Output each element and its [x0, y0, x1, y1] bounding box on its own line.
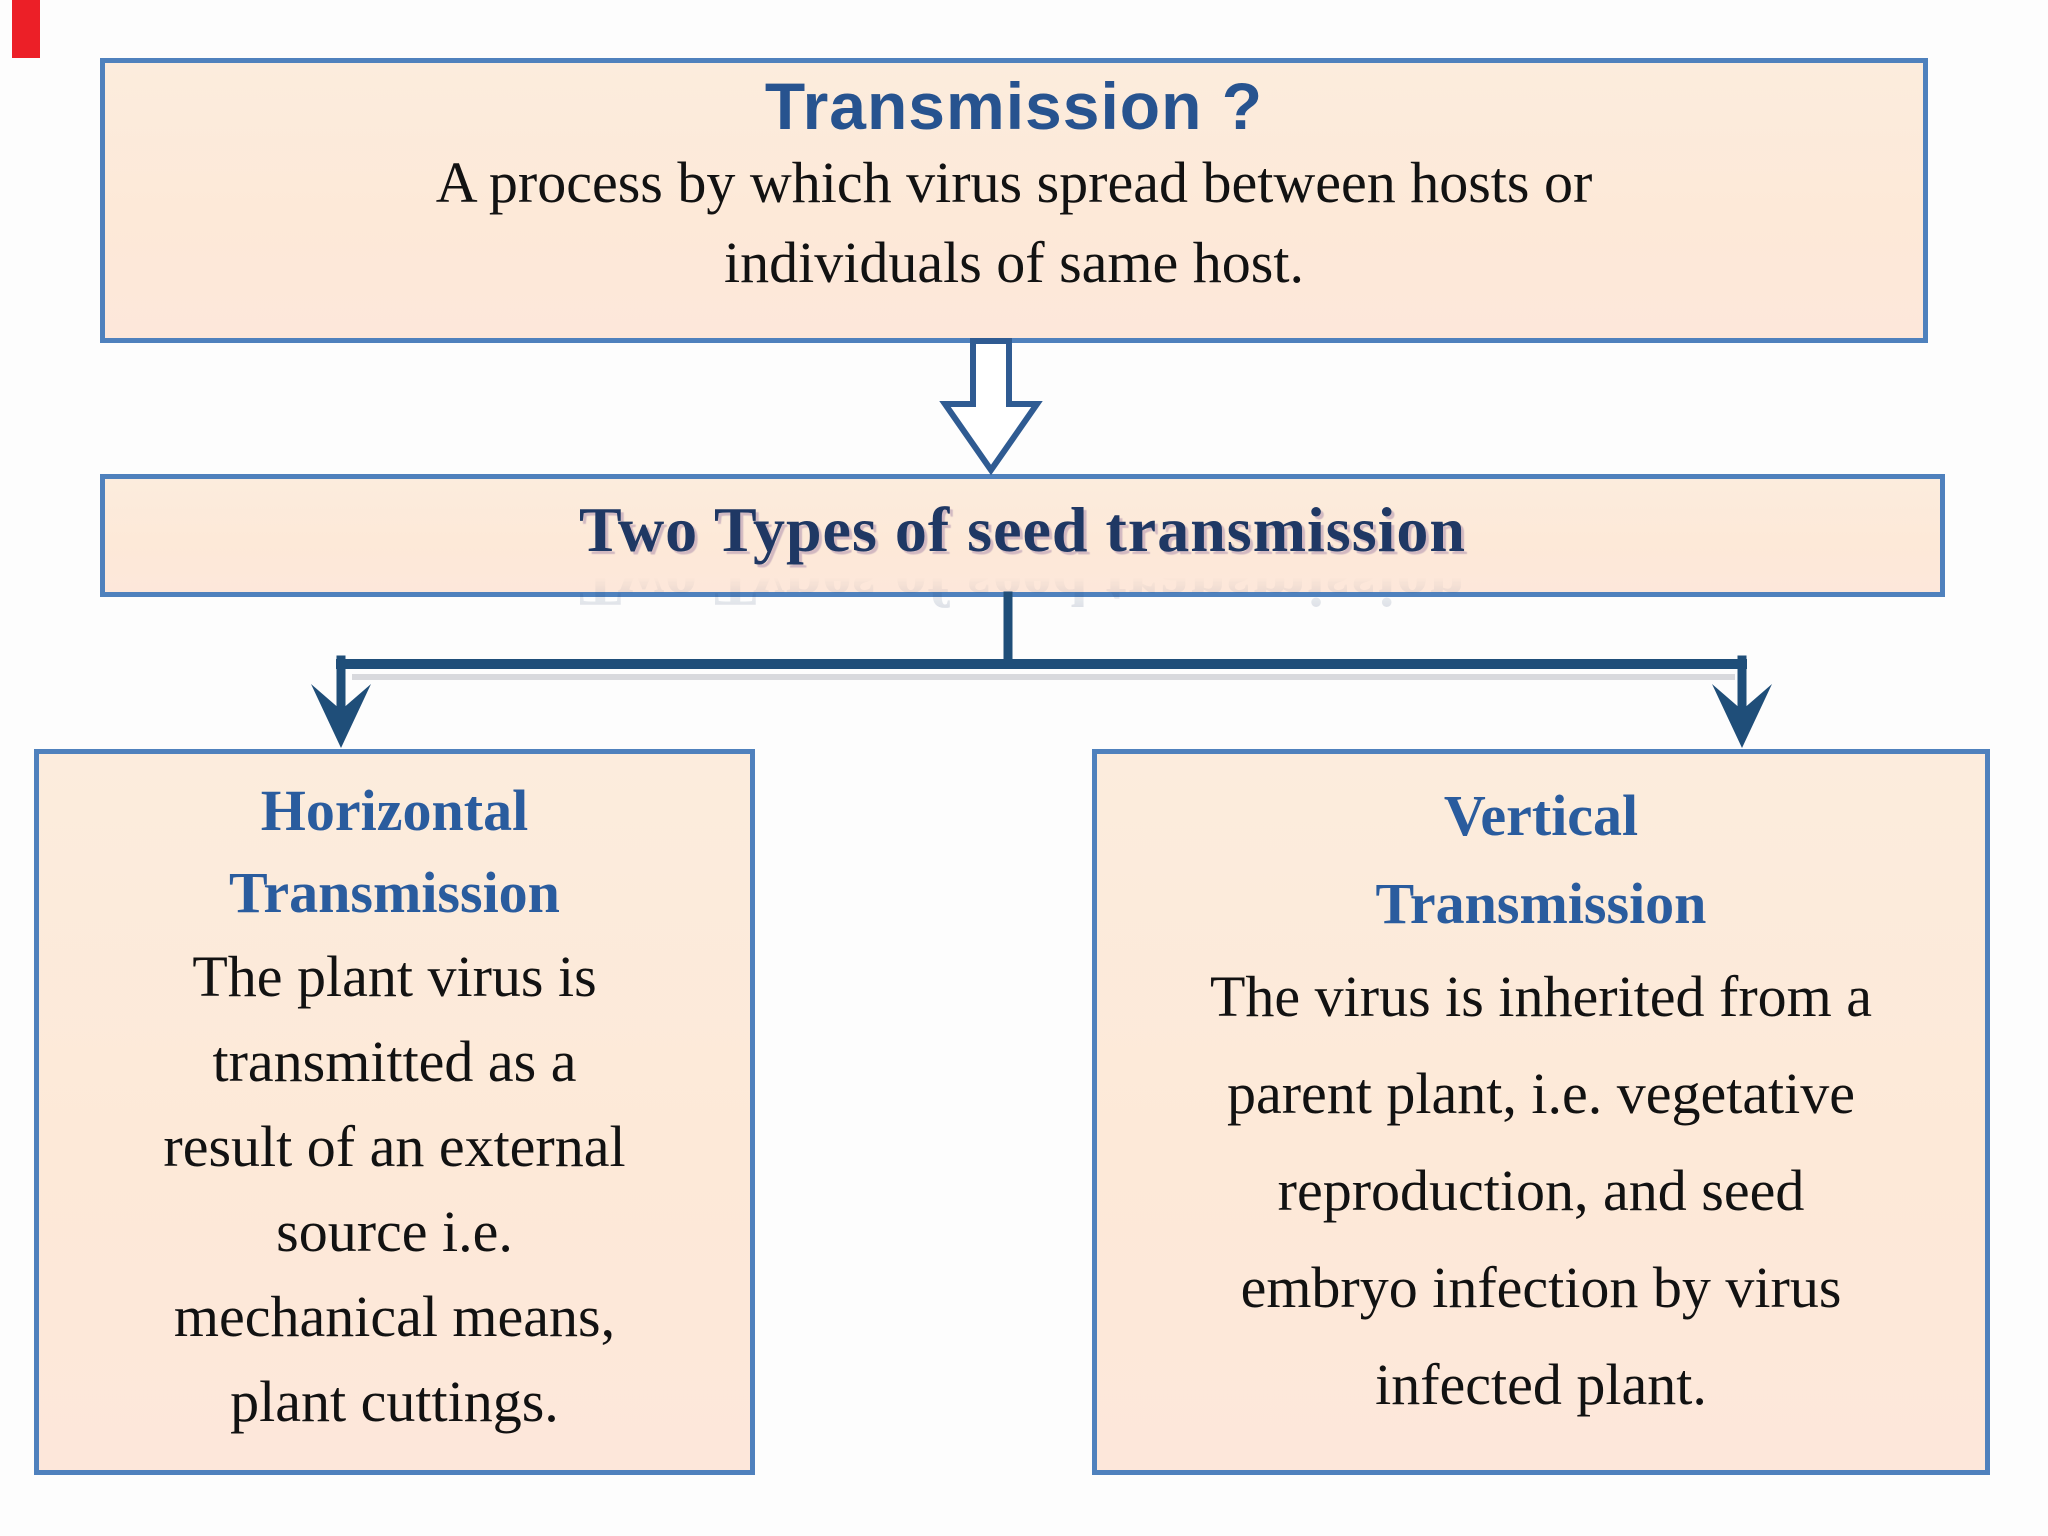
horizontal-body-line: source i.e.: [276, 1199, 513, 1264]
hollow-down-arrow-icon: [939, 338, 1043, 476]
vertical-body-line: The virus is inherited from a: [1210, 964, 1872, 1029]
horizontal-body-line: transmitted as a: [212, 1029, 577, 1094]
horizontal-body-line: result of an external: [163, 1114, 626, 1179]
arrowheads: [311, 684, 1772, 748]
left-arrowhead-icon: [311, 684, 371, 748]
vertical-body-line: reproduction, and seed: [1277, 1158, 1805, 1223]
horizontal-transmission-box: Horizontal Transmission The plant virus …: [34, 749, 755, 1475]
seed-transmission-types-banner: Two Types of seed transmission Two Types…: [100, 474, 1945, 620]
horizontal-title-line: Horizontal: [260, 778, 529, 843]
vertical-title-line: Transmission: [1375, 871, 1707, 936]
horizontal-body-line: plant cuttings.: [230, 1369, 559, 1434]
vertical-transmission-box: Vertical Transmission The virus is inher…: [1092, 749, 1990, 1475]
vertical-body-line: infected plant.: [1375, 1352, 1707, 1417]
vertical-body-line: embryo infection by virus: [1240, 1255, 1842, 1320]
horizontal-body-line: mechanical means,: [173, 1284, 616, 1349]
branch-connector: [336, 591, 1747, 711]
banner-title: Two Types of seed transmission: [579, 494, 1466, 565]
definition-line: A process by which virus spread between …: [435, 150, 1593, 215]
definition-line: individuals of same host.: [724, 230, 1304, 295]
transmission-definition-box: Transmission ? A process by which virus …: [100, 58, 1928, 343]
right-arrowhead-icon: [1712, 684, 1772, 748]
vertical-title-line: Vertical: [1443, 783, 1639, 848]
transmission-title: Transmission ?: [764, 69, 1264, 143]
horizontal-title-line: Transmission: [229, 860, 560, 925]
vertical-body-line: parent plant, i.e. vegetative: [1226, 1061, 1856, 1126]
horizontal-body-line: The plant virus is: [192, 944, 597, 1009]
red-marker: [12, 0, 40, 58]
